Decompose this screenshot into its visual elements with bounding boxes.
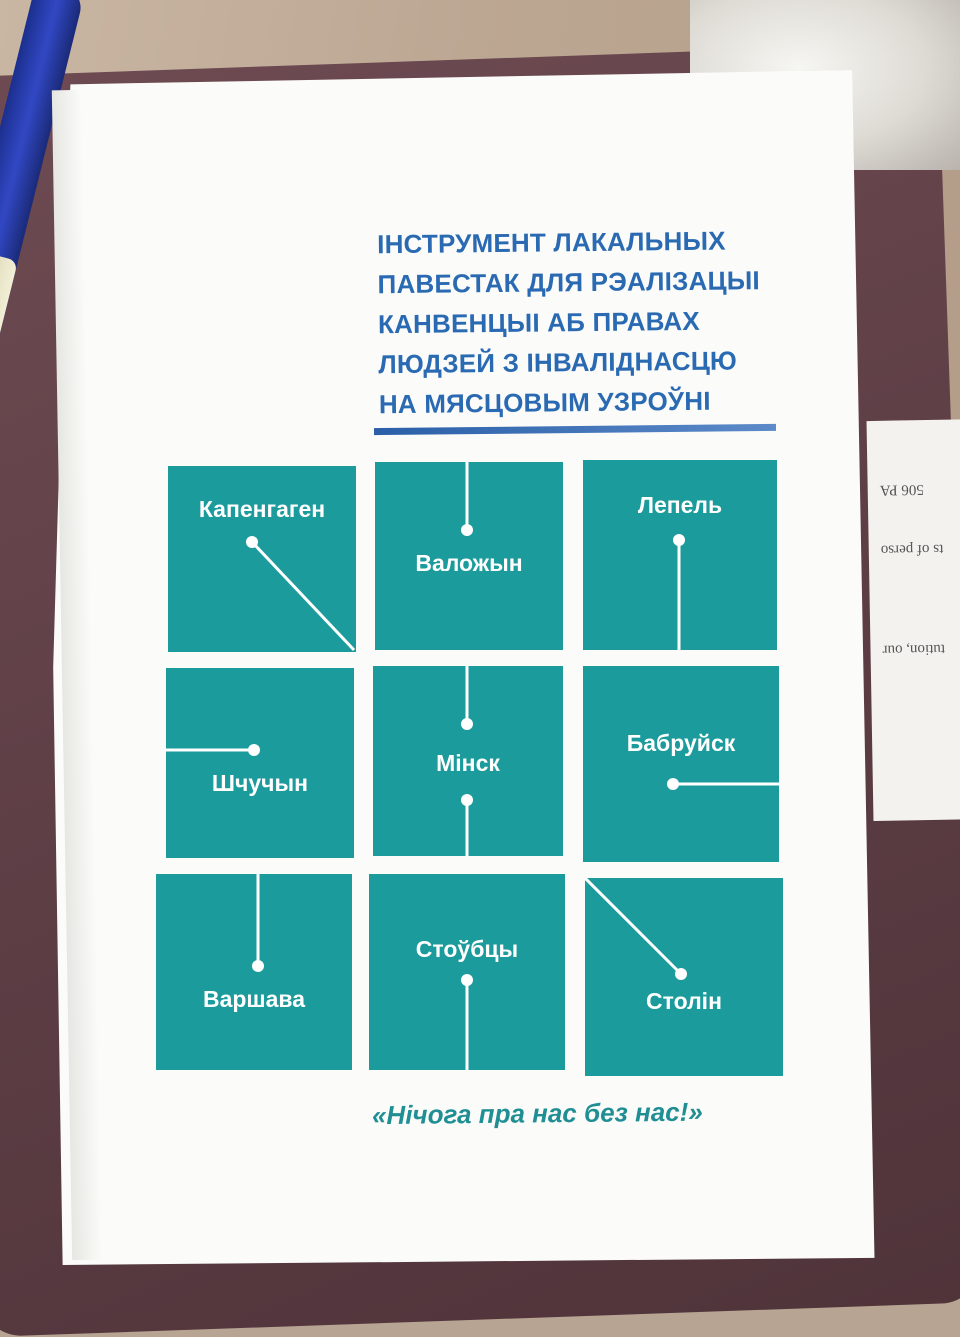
connector-line-icon (246, 536, 356, 652)
tile-label: Лепель (637, 492, 723, 518)
connector-line-icon (166, 744, 260, 756)
tile-valozhyn: Валожын (375, 462, 563, 650)
tile-label: Мінск (436, 750, 500, 776)
tile-label: Капенгаген (198, 496, 326, 522)
paper-text-line: tution, our (882, 640, 946, 658)
connector-line-icon (461, 462, 473, 536)
tile-stolin: Столін (585, 878, 783, 1076)
tile-kapengagen: Капенгаген (168, 466, 356, 652)
tile-minsk: Мінск (373, 666, 563, 856)
tile-label: Шчучын (211, 770, 309, 796)
tile-varshava: Варшава (156, 874, 352, 1070)
title-line: НА МЯСЦОВЫМ УЗРОЎНІ (378, 385, 711, 420)
tile-babruysk: Бабруйск (583, 666, 779, 862)
paper-text-line: ts of perso (880, 540, 944, 558)
tile-label: Варшава (202, 986, 306, 1012)
connector-line-icon (252, 874, 264, 972)
tile-label: Столін (646, 988, 722, 1014)
connector-line-icon (585, 878, 687, 980)
paper-sheet: 506 PA ts of perso tution, our (866, 418, 960, 822)
title-line: КАНВЕНЦЫІ АБ ПРАВАХ (377, 305, 700, 340)
booklet-motto: «Нічога пра нас без нас!» (371, 1096, 703, 1131)
title-line: ІНСТРУМЕНТ ЛАКАЛЬНЫХ (377, 225, 726, 260)
tile-label: Стоўбцы (415, 936, 519, 962)
booklet-title: ІНСТРУМЕНТ ЛАКАЛЬНЫХ ПАВЕСТАК ДЛЯ РЭАЛІЗ… (377, 220, 799, 424)
connector-line-icon (667, 778, 779, 790)
title-line: ПАВЕСТАК ДЛЯ РЭАЛІЗАЦЫІ (377, 265, 760, 300)
connector-line-icon (461, 974, 473, 1070)
title-line: ЛЮДЗЕЙ З ІНВАЛІДНАСЦЮ (378, 345, 738, 380)
connector-line-icon (673, 534, 685, 650)
paper-text-line: 506 PA (879, 481, 924, 498)
tile-stoubtsy: Стоўбцы (369, 874, 565, 1070)
tile-label: Бабруйск (626, 730, 736, 756)
tile-lepel: Лепель (583, 460, 777, 650)
tile-label: Валожын (415, 550, 523, 576)
connector-line-icon (461, 666, 473, 856)
tile-shchuchyn: Шчучын (166, 668, 354, 858)
